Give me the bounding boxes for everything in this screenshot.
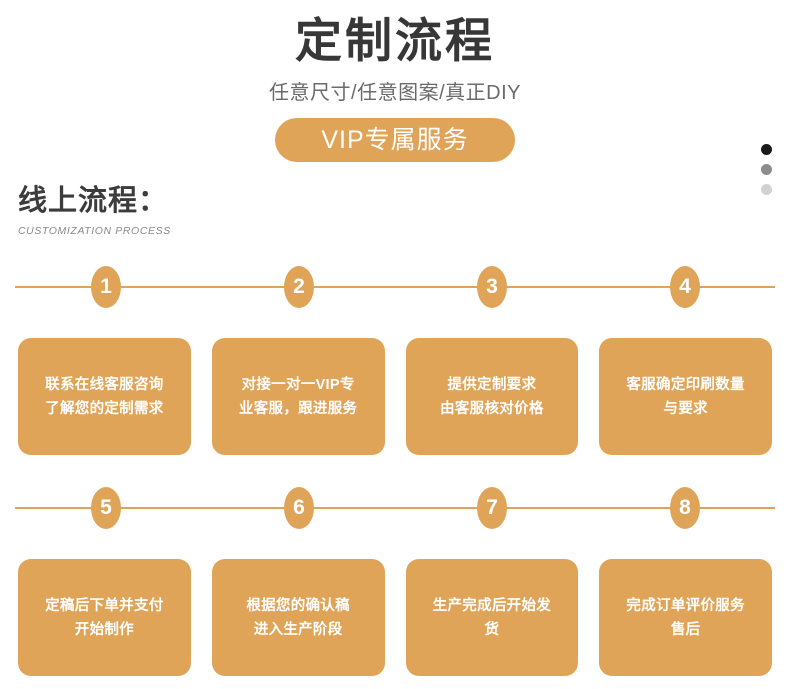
page-header: 定制流程 任意尺寸/任意图案/真正DIY VIP专属服务: [0, 0, 790, 168]
step-cards-row-2: 定稿后下单并支付 开始制作 根据您的确认稿 进入生产阶段 生产完成后开始发 货 …: [0, 559, 790, 676]
timeline-line: [15, 286, 775, 288]
step-card-5: 定稿后下单并支付 开始制作: [18, 559, 191, 676]
page-title: 定制流程: [295, 14, 495, 67]
step-card-8-text: 完成订单评价服务 售后: [626, 597, 745, 638]
step-node-4: 4: [670, 266, 700, 308]
vip-service-badge: VIP专属服务: [275, 118, 515, 162]
step-card-3: 提供定制要求 由客服核对价格: [405, 338, 579, 455]
step-card-1: 联系在线客服咨询 了解您的定制需求: [18, 338, 191, 455]
step-card-2-text: 对接一对一VIP专 业客服，跟进服务: [238, 376, 358, 417]
flow-row-2: 5 6 7 8 定稿后下单并支付 开始制作 根据您的确认稿 进入生产阶段 生产完…: [0, 487, 790, 676]
pagination-dot-2[interactable]: [760, 164, 772, 175]
step-node-1: 1: [91, 266, 121, 308]
step-node-7: 7: [477, 487, 507, 529]
pagination-dot-1[interactable]: [760, 144, 772, 155]
step-card-1-text: 联系在线客服咨询 了解您的定制需求: [45, 376, 164, 417]
pagination-dot-3[interactable]: [760, 184, 772, 195]
flow-row-1: 1 2 3 4 联系在线客服咨询 了解您的定制需求 对接一对一VIP专 业客服，…: [0, 266, 790, 455]
step-card-7: 生产完成后开始发 货: [405, 559, 579, 676]
timeline-row-2: 5 6 7 8: [0, 487, 790, 529]
section-heading: 线上流程： CUSTOMIZATION PROCESS: [18, 183, 171, 238]
section-subtitle: CUSTOMIZATION PROCESS: [18, 225, 171, 237]
step-node-5: 5: [91, 487, 121, 529]
step-card-6-text: 根据您的确认稿 进入生产阶段: [246, 597, 350, 638]
step-node-2: 2: [284, 266, 314, 308]
step-card-6: 根据您的确认稿 进入生产阶段: [211, 559, 385, 676]
step-card-4: 客服确定印刷数量 与要求: [599, 338, 772, 455]
page-subtitle: 任意尺寸/任意图案/真正DIY: [269, 82, 521, 104]
step-card-4-text: 客服确定印刷数量 与要求: [626, 376, 745, 417]
step-node-6: 6: [284, 487, 314, 529]
step-node-3: 3: [477, 266, 507, 308]
timeline-row-1: 1 2 3 4: [0, 266, 790, 308]
step-card-5-text: 定稿后下单并支付 开始制作: [45, 597, 164, 638]
section-title: 线上流程：: [18, 185, 169, 217]
timeline-line: [15, 507, 775, 509]
step-card-7-text: 生产完成后开始发 货: [432, 597, 552, 638]
step-card-3-text: 提供定制要求 由客服核对价格: [440, 376, 544, 417]
step-card-2: 对接一对一VIP专 业客服，跟进服务: [211, 338, 385, 455]
step-node-8: 8: [670, 487, 700, 529]
pagination-dots[interactable]: [758, 144, 774, 195]
step-card-8: 完成订单评价服务 售后: [599, 559, 772, 676]
step-cards-row-1: 联系在线客服咨询 了解您的定制需求 对接一对一VIP专 业客服，跟进服务 提供定…: [0, 338, 790, 455]
